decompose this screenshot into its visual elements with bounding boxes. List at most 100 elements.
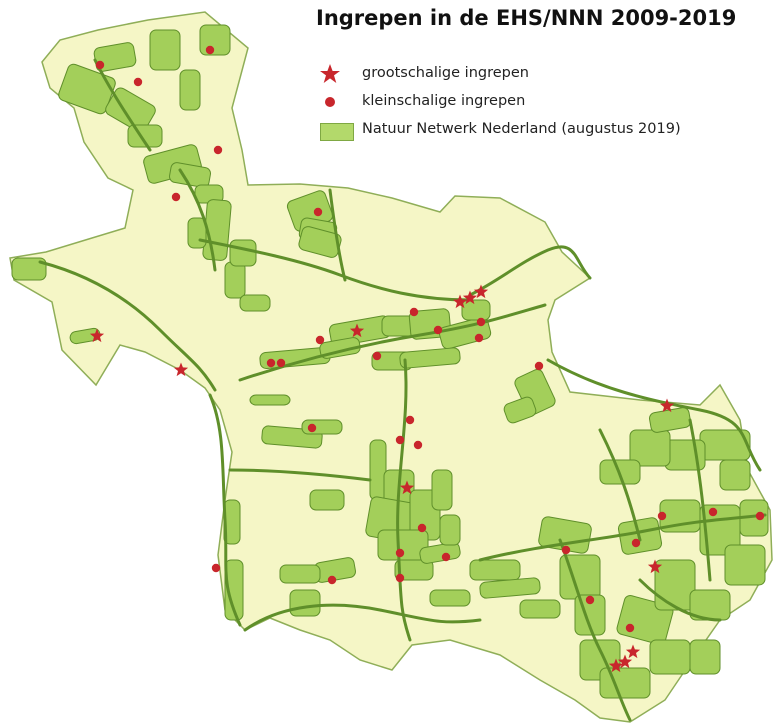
- nature-area-67: [719, 459, 751, 491]
- small-intervention-dot-20: [395, 548, 405, 558]
- corridor-16: [688, 418, 712, 582]
- corridor-10: [228, 468, 372, 482]
- star-icon: [320, 64, 340, 83]
- nature-corridors: [38, 58, 767, 722]
- large-intervention-star-6: [659, 398, 675, 413]
- nature-area-51: [599, 667, 651, 699]
- corridor-2: [198, 238, 472, 302]
- corridor-4: [238, 303, 547, 382]
- corridor-11: [243, 603, 482, 632]
- legend-label-small: kleinschalige ingrepen: [362, 93, 526, 109]
- large-intervention-star-9: [608, 658, 624, 673]
- intervention-markers: [89, 45, 765, 673]
- nature-area-42: [289, 589, 321, 617]
- small-intervention-dot-25: [561, 545, 571, 555]
- large-intervention-star-0: [89, 328, 105, 343]
- nature-area-43: [224, 559, 244, 621]
- small-intervention-dot-26: [631, 538, 641, 548]
- small-intervention-dot-16: [405, 415, 415, 425]
- nature-area-45: [431, 469, 453, 511]
- nature-area-46: [439, 514, 461, 546]
- small-intervention-dot-15: [307, 423, 317, 433]
- small-intervention-dot-24: [211, 563, 221, 573]
- corridor-14: [328, 188, 347, 282]
- nature-area-48: [559, 554, 601, 600]
- large-intervention-star-5: [473, 284, 489, 299]
- nature-area-64: [629, 429, 671, 467]
- large-intervention-star-3: [452, 294, 468, 309]
- small-intervention-dot-18: [413, 440, 423, 450]
- corridor-13: [93, 58, 152, 152]
- small-intervention-dot-19: [417, 523, 427, 533]
- nature-area-15: [11, 257, 47, 281]
- small-intervention-dot-6: [409, 307, 419, 317]
- corridor-5: [396, 358, 412, 642]
- small-intervention-dot-17: [395, 435, 405, 445]
- small-intervention-dot-23: [327, 575, 337, 585]
- nature-area-14: [224, 261, 246, 299]
- nature-area-8: [199, 24, 231, 56]
- nature-area-0: [58, 63, 116, 115]
- large-intervention-star-4: [462, 290, 478, 305]
- nature-area-16: [69, 327, 101, 345]
- nature-area-66: [649, 407, 691, 433]
- nature-area-26: [399, 347, 461, 369]
- nature-area-70: [519, 599, 561, 619]
- nature-area-41: [279, 564, 321, 584]
- small-intervention-dot-27: [657, 511, 667, 521]
- dot-icon: [325, 97, 335, 107]
- legend-label-large: grootschalige ingrepen: [362, 65, 529, 81]
- nature-area-11: [187, 217, 207, 249]
- small-intervention-dot-1: [133, 77, 143, 87]
- nature-area-7: [149, 29, 181, 71]
- small-intervention-dot-2: [205, 45, 215, 55]
- large-intervention-star-10: [617, 654, 633, 669]
- small-intervention-dot-28: [708, 507, 718, 517]
- corridor-1: [208, 393, 242, 627]
- nature-area-71: [429, 589, 471, 607]
- small-intervention-dot-21: [441, 552, 451, 562]
- nature-area-53: [654, 559, 696, 611]
- small-intervention-dot-7: [433, 325, 443, 335]
- small-intervention-dot-0: [95, 60, 105, 70]
- small-intervention-dot-12: [266, 358, 276, 368]
- nature-area-68: [469, 559, 521, 581]
- small-intervention-dot-3: [213, 145, 223, 155]
- large-intervention-star-1: [173, 362, 189, 377]
- large-intervention-star-11: [625, 644, 641, 659]
- small-intervention-dot-5: [313, 207, 323, 217]
- nature-area-38: [419, 542, 461, 564]
- small-intervention-dot-8: [476, 317, 486, 327]
- small-intervention-dot-22: [395, 573, 405, 583]
- small-intervention-dot-11: [372, 351, 382, 361]
- nature-area-17: [239, 294, 271, 312]
- small-intervention-dot-4: [171, 192, 181, 202]
- nature-area-31: [503, 396, 537, 424]
- nature-area-69: [479, 577, 541, 599]
- corridor-3: [468, 245, 592, 297]
- nature-area-61: [724, 544, 766, 586]
- small-intervention-dot-31: [625, 623, 635, 633]
- nature-area-39: [309, 489, 345, 511]
- map-title: Ingrepen in de EHS/NNN 2009-2019: [316, 6, 737, 30]
- small-intervention-dot-14: [534, 361, 544, 371]
- nature-area-37: [394, 559, 434, 581]
- nature-area-22: [461, 299, 491, 321]
- small-intervention-dot-30: [585, 595, 595, 605]
- small-intervention-dot-9: [474, 333, 484, 343]
- corridor-0: [38, 260, 217, 392]
- nature-area-27: [249, 394, 291, 406]
- corridor-15: [598, 428, 642, 542]
- nature-area-9: [179, 69, 201, 111]
- corridor-8: [558, 538, 632, 722]
- large-intervention-star-8: [647, 559, 663, 574]
- corridor-7: [478, 513, 767, 562]
- nature-area-56: [689, 639, 721, 675]
- corridor-9: [638, 578, 722, 622]
- small-intervention-dot-29: [755, 511, 765, 521]
- nnn-swatch: [320, 123, 354, 141]
- corridor-6: [546, 358, 762, 472]
- small-intervention-dot-13: [276, 358, 286, 368]
- nature-area-73: [229, 239, 257, 267]
- legend-label-nnn: Natuur Netwerk Nederland (augustus 2019): [362, 121, 681, 137]
